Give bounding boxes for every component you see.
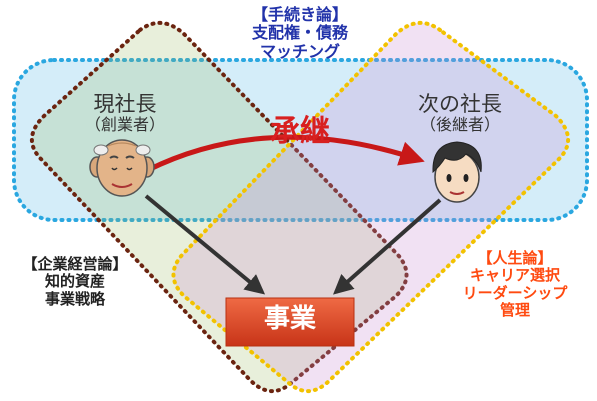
next-president-role: （後継者） (419, 115, 500, 135)
life-line-1: キャリア選択 (469, 266, 560, 285)
succession-arrow (146, 134, 425, 173)
business-box (225, 297, 355, 347)
business-label: 事業 (263, 304, 316, 334)
procedure-label: 【手続き論】 支配権・債務 マッチング (230, 5, 370, 61)
arrow-next-to-business (333, 198, 442, 295)
life-line-2: リーダーシップ (462, 283, 568, 302)
next-president-name: 次の社長 (418, 92, 502, 116)
next-president-label: 次の社長 （後継者） (390, 92, 530, 135)
arrow-current-to-business (144, 194, 266, 295)
management-label: 【企業経営論】 知的資産 事業戦略 (0, 255, 150, 308)
old-man-face-icon (89, 139, 155, 197)
life-title: 【人生論】 (477, 249, 553, 267)
management-title: 【企業経営論】 (22, 255, 128, 273)
management-line-1: 知的資産 (44, 272, 105, 291)
life-label: 【人生論】 キャリア選択 リーダーシップ 管理 (440, 249, 590, 319)
current-president-label: 現社長 （創業者） (70, 92, 180, 135)
life-line-3: 管理 (499, 300, 530, 319)
procedure-line-2: マッチング (259, 41, 340, 61)
current-president-name: 現社長 (93, 92, 157, 116)
young-man-face-icon (432, 141, 482, 203)
succession-label: 承継 (270, 114, 330, 149)
procedure-line-1: 支配権・債務 (251, 23, 348, 43)
procedure-title: 【手続き論】 (251, 5, 348, 24)
management-line-2: 事業戦略 (44, 289, 105, 308)
current-president-role: （創業者） (84, 115, 165, 135)
